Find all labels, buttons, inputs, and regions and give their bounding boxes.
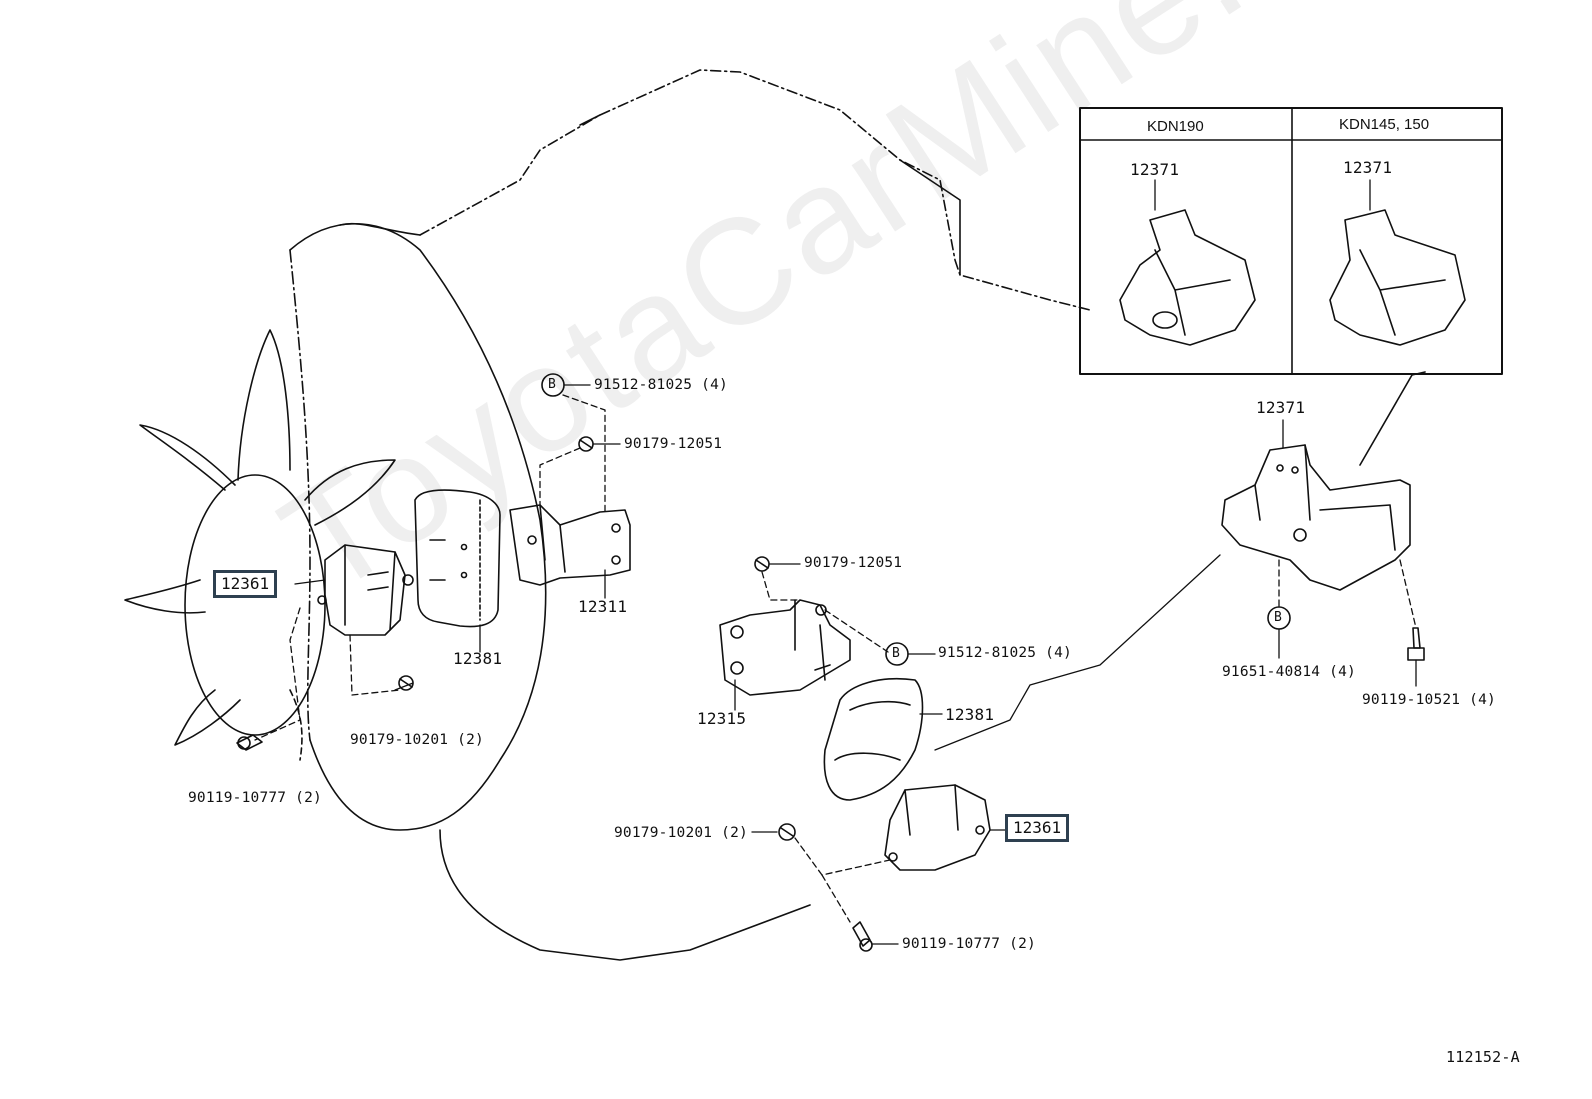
callout-insulator-left: 12381 bbox=[453, 649, 503, 668]
bolt-90119-10777-left bbox=[236, 734, 263, 751]
nut-90179-12051-top bbox=[578, 436, 594, 452]
callout-nut-mid: 90179-12051 bbox=[804, 555, 903, 571]
part-12361-right-highlight[interactable]: 12361 bbox=[1005, 814, 1070, 842]
bracket-12315 bbox=[719, 599, 851, 696]
callout-bolt-rear: 90119-10521 (4) bbox=[1362, 692, 1496, 708]
callout-nut-right-low: 90179-10201 (2) bbox=[614, 825, 748, 841]
bolt-90119-10777-right bbox=[852, 921, 873, 952]
connector-line bbox=[934, 554, 1221, 751]
callout-bracket-12315: 12315 bbox=[697, 709, 747, 728]
inset-header-right: KDN145, 150 bbox=[1339, 116, 1430, 133]
nut-90179-10201-right bbox=[778, 823, 796, 841]
marker-b3-label: B bbox=[1274, 610, 1283, 625]
nut-90179-12051-mid bbox=[754, 556, 770, 572]
mount-12361-left bbox=[317, 544, 414, 636]
inset-pointer bbox=[1359, 371, 1426, 466]
rear-mount-12371 bbox=[1221, 444, 1411, 591]
callout-nut-top: 90179-12051 bbox=[624, 436, 723, 452]
callout-bolt-b-mid: 91512-81025 (4) bbox=[938, 645, 1072, 661]
insulator-12381-left bbox=[414, 489, 501, 628]
callout-rear-mount: 12371 bbox=[1256, 398, 1306, 417]
bolt-90119-10521 bbox=[1407, 627, 1425, 661]
inset-part-left: 12371 bbox=[1130, 160, 1180, 179]
callout-bracket-12311: 12311 bbox=[578, 597, 628, 616]
inset-header-left: KDN190 bbox=[1147, 118, 1204, 135]
callout-bolt-b-rear: 91651-40814 (4) bbox=[1222, 664, 1356, 680]
insulator-12381-right bbox=[823, 677, 924, 801]
marker-b1-label: B bbox=[548, 377, 557, 392]
bracket-12311 bbox=[509, 504, 631, 586]
part-12361-left-highlight[interactable]: 12361 bbox=[213, 570, 278, 598]
inset-part-right: 12371 bbox=[1343, 158, 1393, 177]
assembly-lines bbox=[254, 394, 1417, 923]
fan bbox=[124, 329, 396, 761]
diagram-code: 112152-A bbox=[1446, 1048, 1520, 1066]
callout-nut-left-low: 90179-10201 (2) bbox=[350, 732, 484, 748]
callout-bolt-left-low: 90119-10777 (2) bbox=[188, 790, 322, 806]
callout-bolt-right-low: 90119-10777 (2) bbox=[902, 936, 1036, 952]
callout-bolt-b-top: 91512-81025 (4) bbox=[594, 377, 728, 393]
marker-b2-label: B bbox=[892, 646, 901, 661]
inset-table bbox=[1079, 107, 1503, 375]
mount-12361-right bbox=[884, 784, 991, 871]
leader-lines bbox=[294, 179, 1417, 945]
callout-insulator-right: 12381 bbox=[945, 705, 995, 724]
